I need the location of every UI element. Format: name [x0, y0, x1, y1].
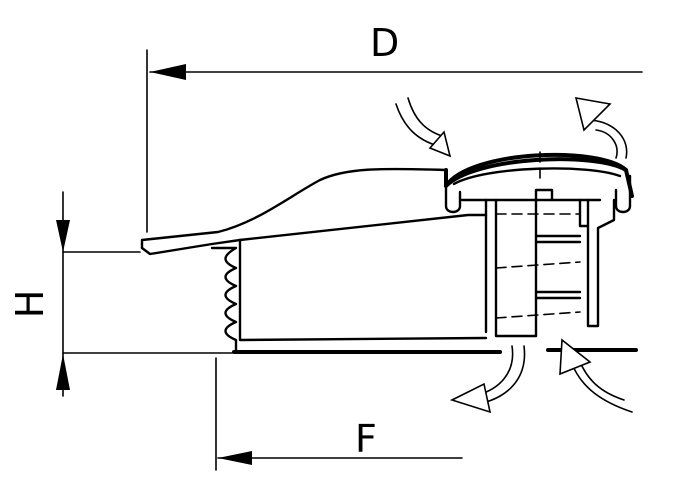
cowl-housing — [140, 167, 488, 354]
d-arrowhead — [150, 64, 186, 80]
airflow-arrow-in-bottom — [559, 338, 633, 413]
dimension-f: F — [215, 357, 463, 471]
airflow-arrow-out-bottom — [449, 345, 526, 414]
airflow-arrow-out-top — [574, 96, 628, 159]
corrugated-seal — [210, 246, 238, 354]
dimension-label-f: F — [355, 417, 377, 461]
vent-baffle — [460, 188, 616, 338]
airflow-arrow-in-top — [395, 97, 452, 158]
mushroom-cap — [444, 151, 634, 214]
dimension-d: D — [146, 21, 643, 233]
cap-clip-right — [614, 174, 632, 214]
dimension-label-h: H — [8, 290, 52, 319]
cap-clip-left — [444, 186, 462, 214]
f-arrowhead — [218, 451, 252, 465]
dimension-label-d: D — [370, 21, 399, 65]
h-arrowhead-bottom — [56, 354, 70, 390]
h-arrowhead-top — [56, 220, 70, 252]
dimension-h: H — [8, 191, 233, 397]
airflow-arrows — [395, 96, 633, 414]
